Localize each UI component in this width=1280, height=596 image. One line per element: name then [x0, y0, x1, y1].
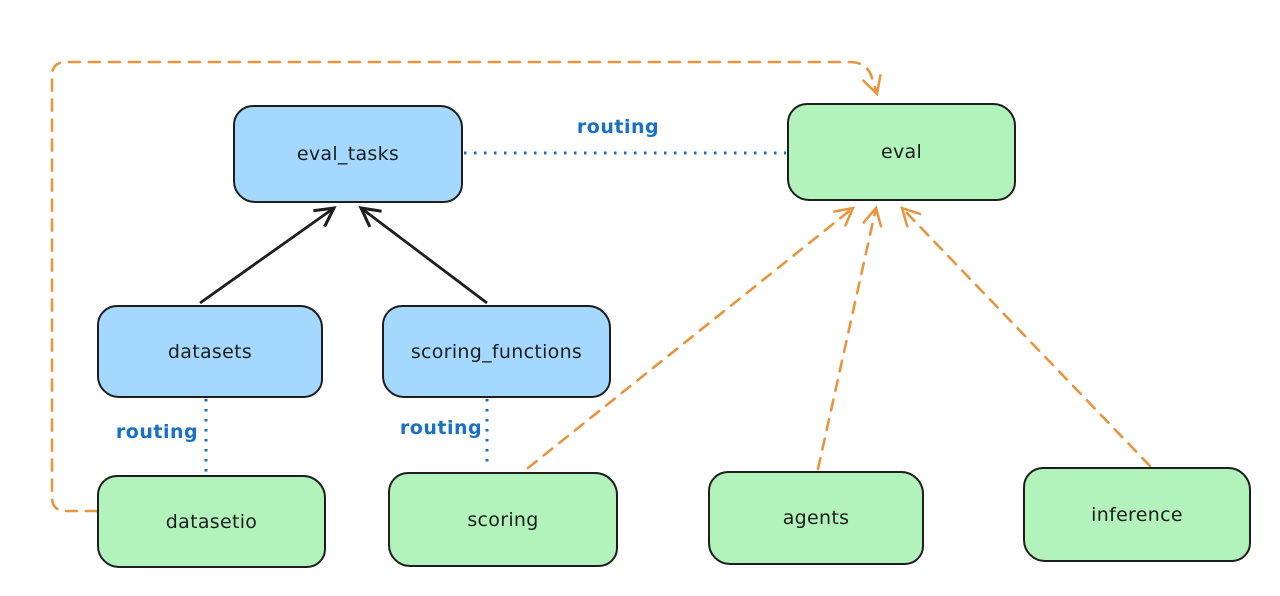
- edge-scoring-to-eval: [526, 206, 856, 470]
- edge-scoring-functions-to-eval-tasks: [358, 206, 488, 305]
- node-eval: eval: [787, 103, 1016, 201]
- node-datasetio: datasetio: [97, 475, 326, 568]
- node-eval-tasks: eval_tasks: [233, 105, 463, 203]
- node-datasetio-label: datasetio: [165, 510, 258, 533]
- node-inference-label: inference: [1091, 503, 1183, 526]
- node-scoring: scoring: [388, 472, 618, 567]
- node-datasets: datasets: [97, 305, 323, 398]
- node-scoring-functions-label: scoring_functions: [410, 340, 583, 363]
- node-inference: inference: [1023, 467, 1251, 562]
- node-eval-label: eval: [880, 141, 923, 163]
- node-eval-tasks-label: eval_tasks: [296, 143, 400, 165]
- edge-label-routing-scoring-functions-scoring: routing: [399, 417, 483, 439]
- node-datasets-label: datasets: [167, 340, 253, 363]
- node-agents: agents: [708, 471, 924, 565]
- node-scoring-functions: scoring_functions: [382, 305, 611, 398]
- edge-agents-to-eval: [816, 205, 883, 471]
- edge-datasets-to-eval-tasks: [199, 206, 337, 305]
- node-scoring-label: scoring: [467, 508, 539, 531]
- edge-datasetio-to-eval-loop: [50, 60, 882, 513]
- edge-label-routing-datasets-datasetio: routing: [115, 421, 199, 443]
- edge-inference-to-eval: [900, 206, 1152, 468]
- node-agents-label: agents: [782, 507, 850, 529]
- edge-label-routing-eval-tasks-eval: routing: [576, 116, 660, 138]
